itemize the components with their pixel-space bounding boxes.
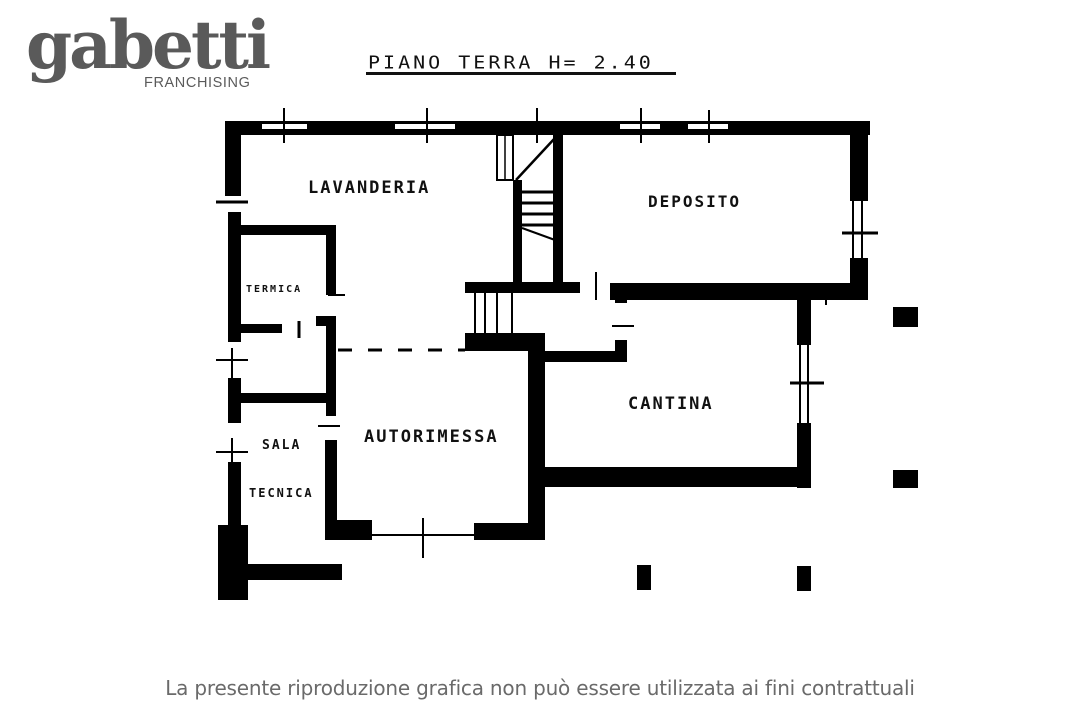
gabetti-logo: gabetti FRANCHISING [26,12,271,110]
windows-doors [216,108,878,558]
room-label-autorimessa: AUTORIMESSA [364,427,499,447]
room-label-sala: SALA [262,438,301,453]
disclaimer-text: La presente riproduzione grafica non può… [165,676,915,700]
room-label-tecnica: TECNICA [249,486,314,500]
room-label-termica: TERMICA [246,284,302,295]
room-label-cantina: CANTINA [628,394,714,414]
logo-tagline: FRANCHISING [144,75,251,91]
walls [218,121,918,600]
room-label-lavanderia: LAVANDERIA [308,178,430,198]
title-underline [366,72,676,75]
room-labels: LAVANDERIA DEPOSITO TERMICA AUTORIMESSA … [246,178,741,500]
logo-wordmark: gabetti [26,6,271,84]
plan-title: PIANO TERRA H= 2.40 [368,51,654,73]
room-label-deposito: DEPOSITO [648,192,741,211]
